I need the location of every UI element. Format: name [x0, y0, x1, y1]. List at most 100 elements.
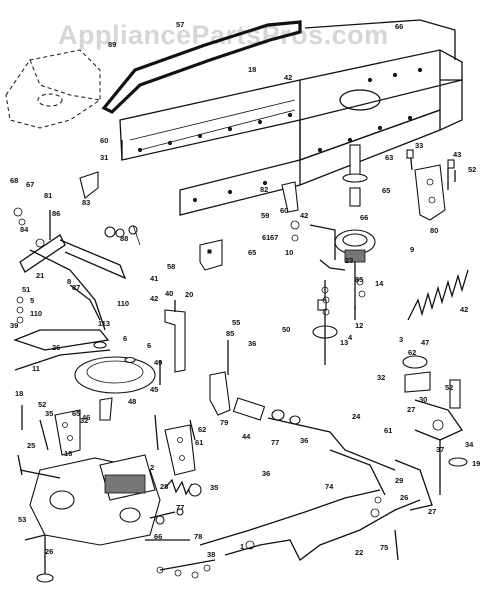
callout-number: 26 — [400, 493, 408, 502]
callout-number: 36 — [248, 339, 256, 348]
tension-spring — [407, 269, 469, 321]
idler-hardware — [104, 181, 346, 311]
callout-number: 75 — [380, 543, 388, 552]
callout-number: 8 — [67, 277, 71, 286]
clutch-brake-linkage — [13, 207, 127, 371]
callout-number: 10 — [285, 248, 293, 257]
callout-number: 110 — [30, 309, 42, 318]
callout-number: 4 — [348, 333, 353, 342]
callout-number: 59 — [261, 211, 269, 220]
callout-number: 35 — [210, 483, 218, 492]
brake-rods — [199, 397, 433, 561]
callout-number: 42 — [300, 211, 308, 220]
callout-number: 78 — [194, 532, 202, 541]
callout-number: 66 — [395, 22, 403, 31]
callout-number: 39 — [10, 321, 18, 330]
brake-bracket — [154, 414, 196, 476]
callout-number: 60 — [100, 136, 108, 145]
callout-number: 52 — [445, 383, 453, 392]
callout-number: 36 — [300, 436, 308, 445]
callout-number: 44 — [242, 432, 251, 441]
callout-number: 14 — [375, 279, 384, 288]
callout-number: 20 — [185, 290, 193, 299]
callout-number: 31 — [100, 153, 108, 162]
callout-number: 65 — [382, 186, 390, 195]
callout-number: 49 — [154, 358, 162, 367]
callout-number: 9 — [410, 245, 414, 254]
mounting-bracket — [199, 239, 223, 271]
callout-number: 57 — [176, 20, 184, 29]
callout-number: 87 — [72, 283, 80, 292]
callout-number: 42 — [150, 294, 158, 303]
callout-number: 27 — [428, 507, 436, 516]
callout-number: 55 — [232, 318, 240, 327]
callout-number: 65 — [72, 409, 80, 418]
callout-number: 3 — [399, 335, 403, 344]
callout-number: 83 — [82, 198, 90, 207]
shift-lever — [99, 397, 113, 421]
callout-number: 85 — [226, 329, 234, 338]
callout-number: 26 — [45, 547, 53, 556]
callout-number: 2 — [150, 463, 154, 472]
callout-number: 38 — [207, 550, 215, 559]
callout-number: 89 — [108, 40, 116, 49]
callout-number: 110 — [117, 299, 129, 308]
upper-right-bolts — [406, 149, 456, 182]
callout-number: 62 — [198, 425, 206, 434]
callout-number: 24 — [352, 412, 361, 421]
callout-number: 113 — [98, 319, 110, 328]
callout-number: 52 — [38, 400, 46, 409]
callout-number: 30 — [419, 395, 427, 404]
drive-belt — [101, 20, 302, 114]
callout-number: 16 — [64, 449, 72, 458]
callout-number: 47 — [421, 338, 429, 347]
callout-number: 80 — [430, 226, 438, 235]
callout-number: 86 — [52, 209, 60, 218]
callout-number: 81 — [44, 191, 52, 200]
callout-number: 84 — [20, 225, 29, 234]
callout-number: 77 — [176, 503, 184, 512]
callout-number: 21 — [36, 271, 44, 280]
callout-number: 68 — [10, 176, 18, 185]
callout-number: 82 — [260, 185, 268, 194]
callout-number: 35 — [45, 409, 53, 418]
callout-number: 58 — [167, 262, 175, 271]
callout-number: 1 — [240, 542, 244, 551]
clutch-assembly — [312, 144, 376, 365]
callout-number: 74 — [325, 482, 334, 491]
callout-number: 36 — [262, 469, 270, 478]
callout-number: 66 — [360, 213, 368, 222]
pedal-hardware — [145, 515, 255, 579]
callout-number: 62 — [408, 348, 416, 357]
callout-number: 61 — [195, 438, 203, 447]
brake-spring — [149, 478, 202, 519]
variable-speed-pulley — [74, 341, 156, 394]
callout-number: 48 — [128, 397, 136, 406]
callout-number: 45 — [150, 385, 158, 394]
callout-number: 18 — [248, 65, 256, 74]
axle-hardware — [17, 405, 81, 476]
callout-number: 37 — [436, 445, 444, 454]
callout-number: 34 — [465, 440, 474, 449]
callout-number: 22 — [355, 548, 363, 557]
callout-number: 32 — [80, 416, 88, 425]
callout-number: 41 — [150, 274, 158, 283]
callout-number: 19 — [472, 459, 480, 468]
idler-pulley-assembly — [402, 355, 468, 495]
callout-number: 85 — [355, 275, 363, 284]
callout-number: 11 — [32, 364, 40, 373]
callout-number: 28 — [160, 482, 168, 491]
callout-number: 40 — [165, 289, 173, 298]
callout-number: 27 — [407, 405, 415, 414]
callout-number: 26 — [52, 343, 60, 352]
callout-number: 12 — [355, 321, 363, 330]
callout-number: 51 — [22, 285, 30, 294]
callout-number: 61 — [384, 426, 392, 435]
callout-number: 43 — [453, 150, 461, 159]
callout-number: 67 — [270, 233, 278, 242]
callout-number: 18 — [15, 389, 23, 398]
callout-number: 52 — [468, 165, 476, 174]
callout-number: 63 — [385, 153, 393, 162]
